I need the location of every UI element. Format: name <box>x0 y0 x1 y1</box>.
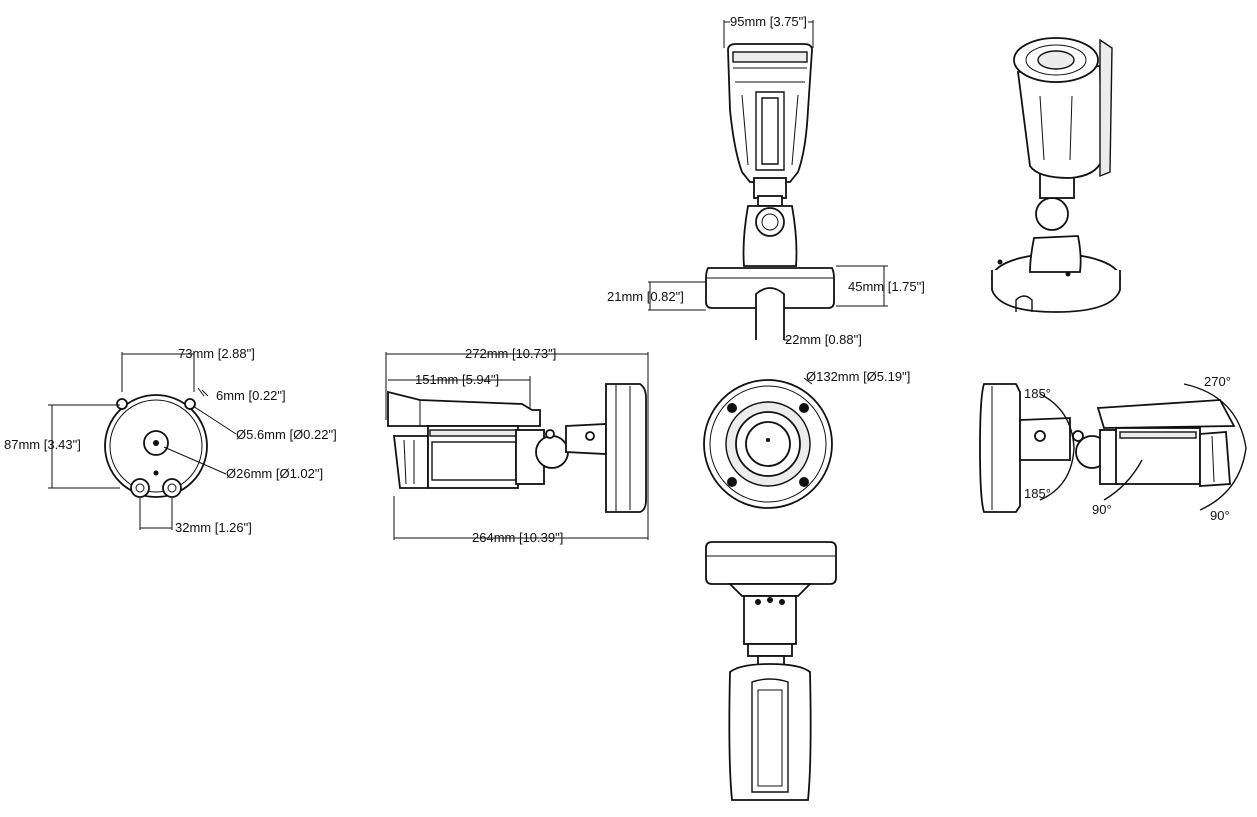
mount-plate-view: 73mm [2.88"] 6mm [0.22"] Ø5.6mm [Ø0.22"]… <box>4 346 337 535</box>
mount-hole-label: Ø5.6mm [Ø0.22"] <box>236 427 337 442</box>
side-shroud-length-label: 151mm [5.94"] <box>415 372 499 387</box>
base-height-label: 45mm [1.75"] <box>848 279 925 294</box>
rotate-top-label: 270° <box>1204 374 1231 389</box>
side-body-length-label: 264mm [10.39"] <box>472 530 563 545</box>
mount-width-label: 73mm [2.88"] <box>178 346 255 361</box>
mount-offset-label: 6mm [0.22"] <box>216 388 286 403</box>
top-view: Ø132mm [Ø5.19"] <box>703 369 910 509</box>
mount-center-hole-label: Ø26mm [Ø1.02"] <box>226 466 323 481</box>
notch-height-label: 21mm [0.82"] <box>607 289 684 304</box>
pan-bottom-label: 185° <box>1024 486 1051 501</box>
side-view: 272mm [10.73"] 151mm [5.94"] 264mm [10.3… <box>385 346 649 545</box>
front-width-label: 95mm [3.75"] <box>730 14 807 29</box>
top-diameter-label: Ø132mm [Ø5.19"] <box>806 369 910 384</box>
notch-width-label: 22mm [0.88"] <box>785 332 862 347</box>
isometric-view <box>991 37 1121 313</box>
tilt-label: 90° <box>1092 502 1112 517</box>
rotation-view: 185° 185° 90° 270° 90° <box>979 374 1247 523</box>
bottom-view <box>705 541 837 801</box>
pan-top-label: 185° <box>1024 386 1051 401</box>
side-total-length-label: 272mm [10.73"] <box>465 346 556 361</box>
mount-height-label: 87mm [3.43"] <box>4 437 81 452</box>
rotate-bottom-label: 90° <box>1210 508 1230 523</box>
mount-conduit-spacing-label: 32mm [1.26"] <box>175 520 252 535</box>
front-view: 95mm [3.75"] 45mm [1.75"] 21mm [0.82"] <box>607 14 925 347</box>
